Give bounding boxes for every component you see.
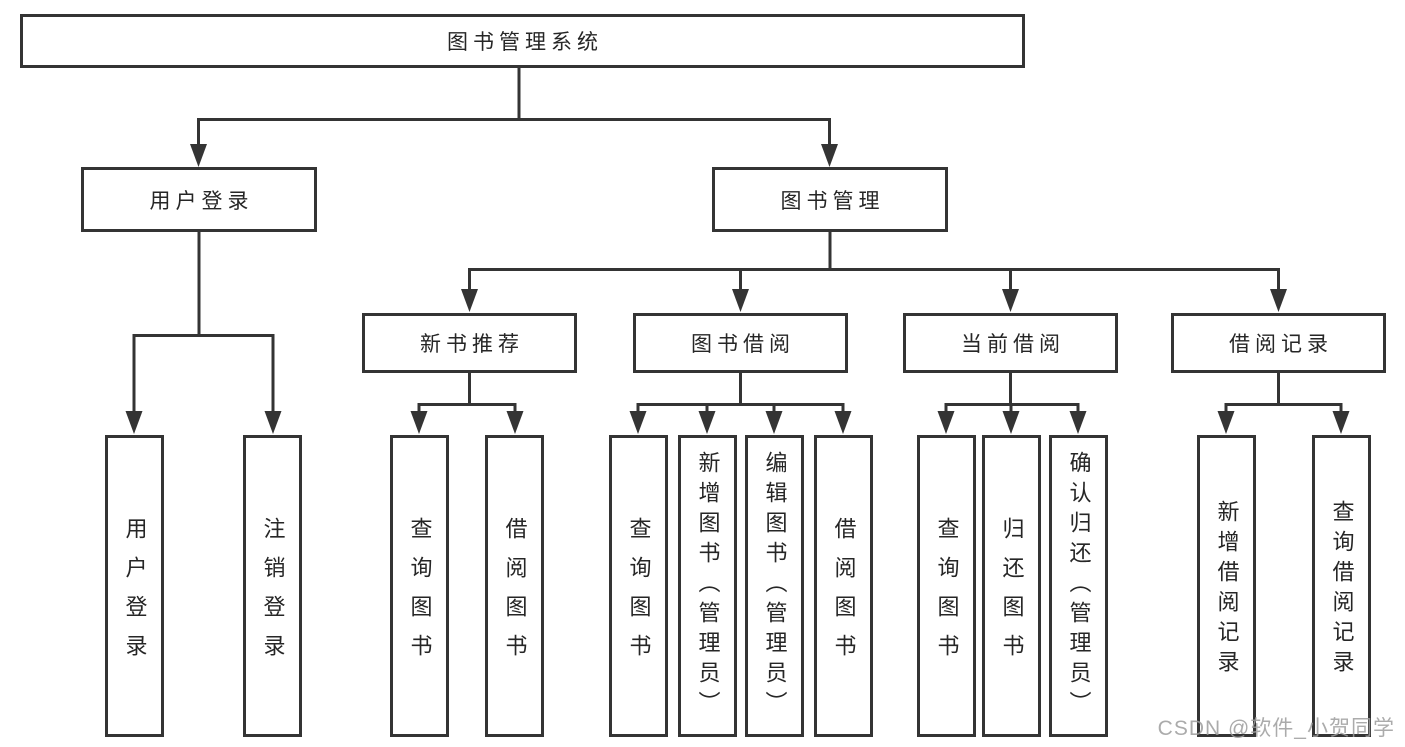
node-label: 编辑图书（管理员） xyxy=(762,451,788,721)
node-label: 查询图书 xyxy=(407,516,433,673)
node-label: 用户登录 xyxy=(149,189,254,213)
node-label: 新增借阅记录 xyxy=(1214,500,1240,680)
leaf-borrow-books: 借阅图书 xyxy=(814,435,873,737)
node-current-borrow: 当前借阅 xyxy=(903,313,1118,373)
node-label: 注销登录 xyxy=(260,516,286,673)
node-book-borrow: 图书借阅 xyxy=(633,313,848,373)
node-new-book-recommend: 新书推荐 xyxy=(362,313,577,373)
leaf-query-books-borrow: 查询图书 xyxy=(609,435,668,737)
node-label: 借阅图书 xyxy=(831,516,857,673)
node-label: 用户登录 xyxy=(122,516,148,673)
leaf-query-books-recommend: 查询图书 xyxy=(390,435,449,737)
leaf-query-books-current: 查询图书 xyxy=(917,435,976,737)
node-label: 借阅记录 xyxy=(1229,333,1333,356)
node-label: 新增图书（管理员） xyxy=(695,451,721,721)
node-label: 图书管理 xyxy=(780,189,885,213)
node-label: 查询图书 xyxy=(626,516,652,673)
node-label: 查询图书 xyxy=(934,516,960,673)
node-borrow-records: 借阅记录 xyxy=(1171,313,1386,373)
node-label: 归还图书 xyxy=(999,516,1025,673)
node-label: 确认归还（管理员） xyxy=(1066,451,1092,721)
node-label: 图书管理系统 xyxy=(447,31,603,54)
leaf-add-book-admin: 新增图书（管理员） xyxy=(678,435,737,737)
leaf-return-books: 归还图书 xyxy=(982,435,1041,737)
node-label: 借阅图书 xyxy=(502,516,528,673)
node-root: 图书管理系统 xyxy=(20,14,1025,68)
leaf-borrow-books-recommend: 借阅图书 xyxy=(485,435,544,737)
node-book-management: 图书管理 xyxy=(712,167,948,232)
leaf-query-borrow-record: 查询借阅记录 xyxy=(1312,435,1371,737)
leaf-logout: 注销登录 xyxy=(243,435,302,737)
leaf-user-login: 用户登录 xyxy=(105,435,164,737)
leaf-add-borrow-record: 新增借阅记录 xyxy=(1197,435,1256,737)
arrowheads xyxy=(125,144,1350,434)
leaf-edit-book-admin: 编辑图书（管理员） xyxy=(745,435,804,737)
node-label: 新书推荐 xyxy=(420,333,524,356)
node-label: 当前借阅 xyxy=(961,333,1065,356)
leaf-confirm-return-admin: 确认归还（管理员） xyxy=(1049,435,1108,737)
node-label: 图书借阅 xyxy=(691,333,795,356)
node-label: 查询借阅记录 xyxy=(1329,500,1355,680)
csdn-watermark: CSDN @软件_小贺同学 xyxy=(1157,717,1395,740)
node-user-login: 用户登录 xyxy=(81,167,317,232)
